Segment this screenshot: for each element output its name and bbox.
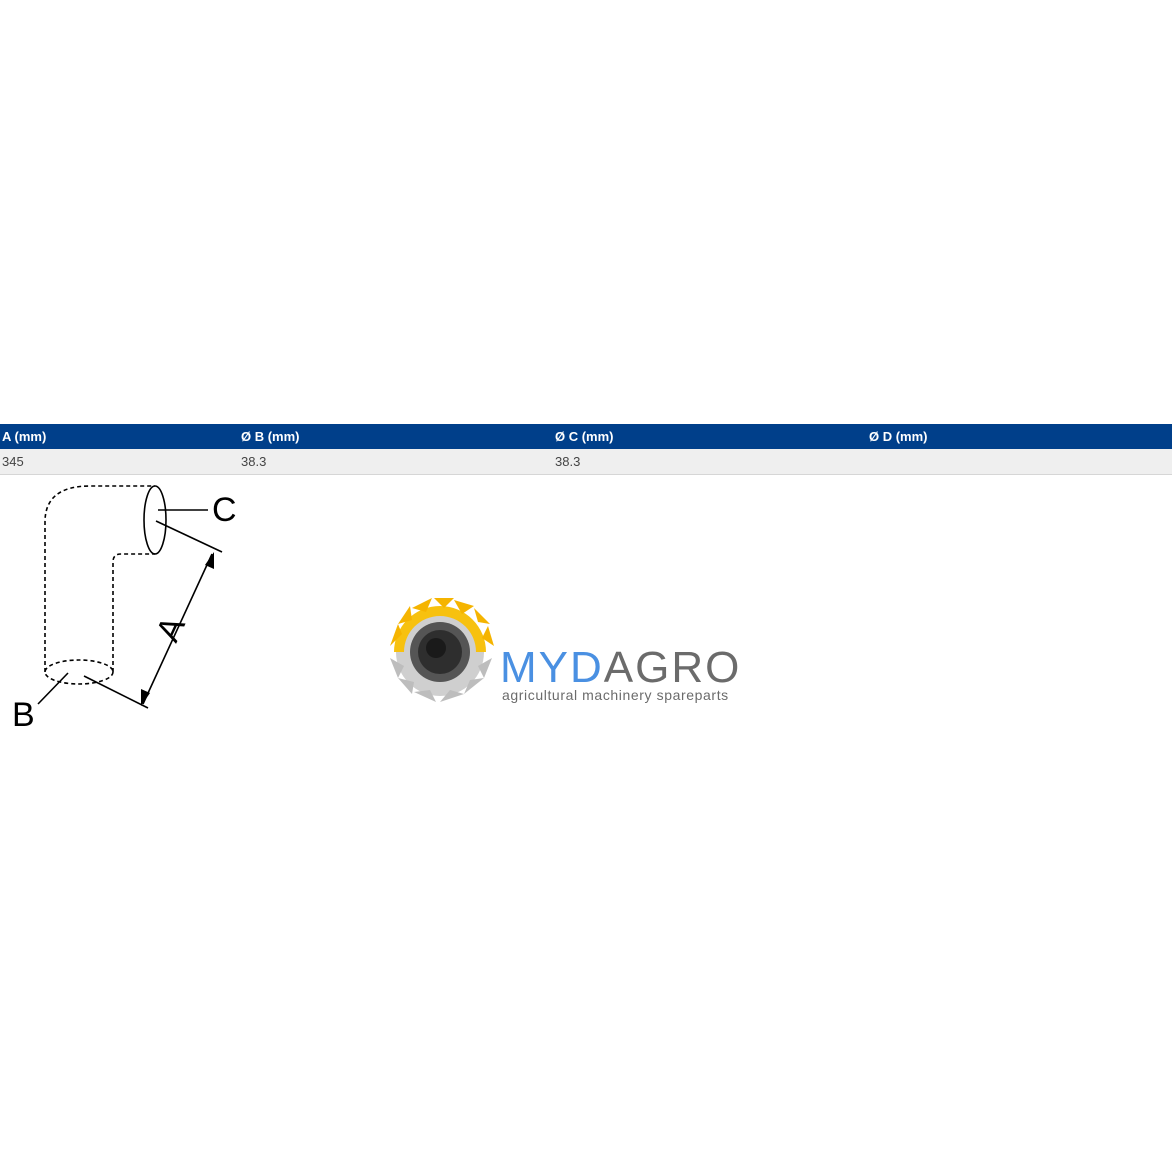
label-b: B (12, 696, 35, 734)
cell-b: 38.3 (241, 454, 267, 469)
label-a: A (149, 610, 193, 647)
brand-part2: AGRO (604, 643, 742, 692)
brand-name: MYDAGRO (500, 643, 741, 692)
brand-part1: MYD (500, 643, 604, 692)
mydagro-logo: MYDAGRO agricultural machinery sparepart… (390, 598, 741, 703)
cell-a: 345 (2, 454, 24, 469)
header-d: Ø D (mm) (869, 429, 928, 444)
spec-table: A (mm) Ø B (mm) Ø C (mm) Ø D (mm) 345 38… (0, 424, 1172, 475)
table-header-row: A (mm) Ø B (mm) Ø C (mm) Ø D (mm) (0, 424, 1172, 449)
header-a: A (mm) (2, 429, 47, 444)
brand-tagline: agricultural machinery spareparts (502, 687, 729, 703)
sunflower-icon (390, 598, 494, 702)
label-c: C (212, 491, 237, 529)
header-b: Ø B (mm) (241, 429, 300, 444)
header-c: Ø C (mm) (555, 429, 614, 444)
table-row: 345 38.3 38.3 (0, 449, 1172, 475)
cell-d (867, 449, 1172, 475)
cell-c: 38.3 (555, 454, 581, 469)
hose-elbow-diagram: C B A (12, 485, 237, 734)
